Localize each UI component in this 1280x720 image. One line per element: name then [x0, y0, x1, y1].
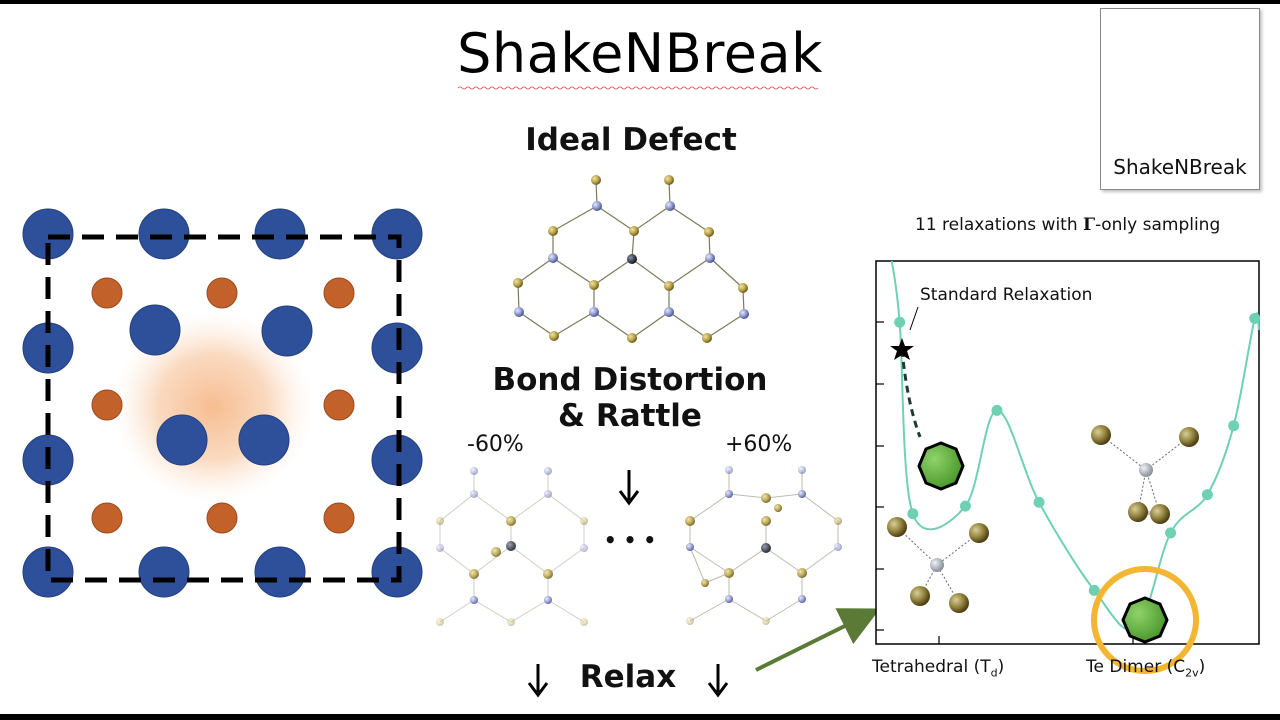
relax-label: Relax	[579, 659, 677, 695]
local-minimum-marker	[917, 441, 965, 491]
connector-arrow	[755, 608, 881, 672]
logo-text: ShakeNBreak	[1113, 155, 1247, 179]
x-tick-left-text: Tetrahedral (T	[872, 657, 991, 677]
energy-plot	[875, 260, 1261, 674]
orange-atoms	[91, 277, 355, 534]
energy-point-11	[1249, 312, 1261, 324]
x-tick-right-text: Te Dimer (C	[1086, 657, 1186, 677]
energy-point-6	[1088, 584, 1100, 596]
energy-point-9	[1201, 489, 1213, 501]
label-leader-line	[909, 306, 919, 331]
star-marker	[890, 338, 914, 360]
ideal-defect-heading: Ideal Defect	[525, 122, 737, 158]
c2v-molecule-inset	[1091, 425, 1199, 524]
rattle-heading: & Rattle	[558, 398, 702, 434]
global-minimum-marker	[1121, 596, 1169, 644]
down-arrow-center	[618, 470, 640, 506]
x-tick-label-te-dimer: Te Dimer (C2v)	[1086, 657, 1205, 679]
bond-distortion-heading: Bond Distortion	[492, 362, 768, 398]
plot-caption-suffix: -only sampling	[1095, 215, 1221, 235]
minus-distortion-label: -60%	[467, 432, 524, 457]
logo-card: ShakeNBreak	[1100, 8, 1260, 190]
energy-point-8	[1165, 527, 1177, 539]
x-tick-right-subscript: 2v	[1185, 666, 1199, 680]
plot-caption: 11 relaxations with Γ-only sampling	[915, 215, 1220, 235]
y-ticks	[876, 321, 884, 631]
x-tick-left-subscript: d	[990, 666, 998, 680]
global-minimum-highlight-ring	[1091, 566, 1199, 674]
page-title: ShakeNBreak	[457, 22, 823, 85]
distorted-structure-minus	[436, 467, 588, 626]
ellipsis: • • •	[603, 528, 657, 552]
x-tick-right-paren: )	[1198, 657, 1206, 677]
plus-distortion-label: +60%	[725, 432, 793, 457]
energy-point-4	[991, 404, 1003, 416]
ideal-defect-structure	[513, 175, 749, 343]
plot-caption-prefix: 11 relaxations with	[915, 215, 1084, 235]
top-border	[0, 0, 1280, 4]
energy-point-3	[959, 500, 971, 512]
standard-relaxation-label: Standard Relaxation	[920, 285, 1093, 305]
energy-point-5	[1033, 496, 1045, 508]
supercell-boundary	[45, 234, 402, 583]
down-arrow-right	[707, 664, 729, 698]
spellcheck-underline	[458, 86, 819, 90]
energy-point-2	[907, 508, 919, 520]
distorted-structure-plus	[685, 466, 842, 625]
gamma-symbol: Γ	[1083, 215, 1096, 235]
down-arrow-left	[527, 664, 549, 698]
x-tick-left-paren: )	[997, 657, 1005, 677]
energy-point-10	[1228, 420, 1240, 432]
bottom-border	[0, 714, 1280, 720]
energy-point-1	[894, 316, 906, 328]
td-molecule-inset	[887, 517, 989, 613]
x-tick-label-tetrahedral: Tetrahedral (Td)	[872, 657, 1004, 679]
